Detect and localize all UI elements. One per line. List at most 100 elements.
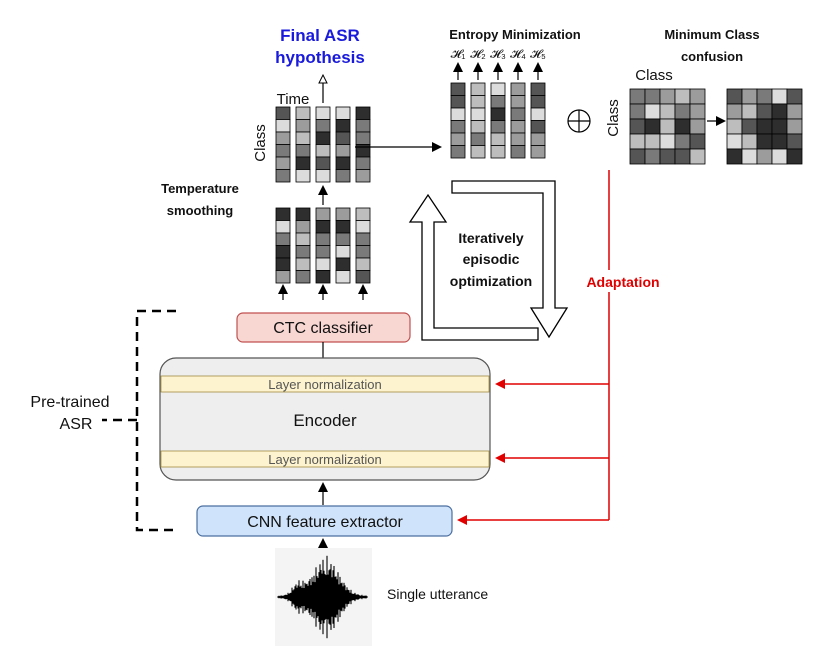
- matrix-cell: [629, 148, 646, 165]
- layer-norm-bottom: [160, 450, 490, 468]
- matrix-cell: [756, 118, 773, 135]
- iterative-label-1: Iteratively: [458, 230, 524, 246]
- matrix-cell: [295, 156, 311, 170]
- class-axis-label-right: Class: [605, 99, 622, 137]
- matrix-cell: [335, 270, 351, 284]
- matrix-cell: [741, 118, 758, 135]
- matrix-cell: [756, 148, 773, 165]
- matrix-cell: [771, 118, 788, 135]
- matrix-cell: [335, 131, 351, 145]
- matrix-cell: [335, 144, 351, 158]
- matrix-cell: [275, 119, 291, 133]
- matrix-cell: [315, 169, 331, 183]
- matrix-cell: [315, 106, 331, 120]
- min-class-confusion-title-2: confusion: [681, 49, 743, 64]
- matrix-cell: [644, 133, 661, 150]
- matrix-cell: [295, 207, 311, 221]
- matrix-cell: [450, 145, 466, 159]
- matrix-cell: [726, 133, 743, 150]
- matrix-cell: [629, 133, 646, 150]
- matrix-cell: [295, 144, 311, 158]
- entropy-h5: 𝓗₅: [530, 47, 546, 61]
- cnn-feature-extractor-box: [196, 505, 453, 537]
- matrix-cell: [659, 103, 676, 120]
- matrix-cell: [530, 82, 546, 96]
- matrix-cell: [450, 120, 466, 134]
- final-hypothesis-title-1: Final ASR: [280, 26, 360, 45]
- matrix-cell: [295, 169, 311, 183]
- matrix-cell: [450, 95, 466, 109]
- matrix-cell: [355, 220, 371, 234]
- matrix-cell: [315, 220, 331, 234]
- matrix-cell: [771, 88, 788, 105]
- matrix-cell: [644, 88, 661, 105]
- matrix-cell: [335, 106, 351, 120]
- matrix-cell: [629, 103, 646, 120]
- matrix-cell: [629, 118, 646, 135]
- adaptation-label-bg: [574, 270, 674, 292]
- matrix-cell: [355, 270, 371, 284]
- matrix-cell: [510, 107, 526, 121]
- matrix-cell: [490, 82, 506, 96]
- matrix-cell: [756, 88, 773, 105]
- matrix-cell: [786, 88, 803, 105]
- matrix-cell: [450, 132, 466, 146]
- smoothed-matrix: [275, 207, 371, 284]
- matrix-cell: [335, 119, 351, 133]
- matrix-cell: [490, 107, 506, 121]
- matrix-cell: [335, 156, 351, 170]
- entropy-symbols: 𝓗₁ 𝓗₂ 𝓗₃ 𝓗₄ 𝓗₅: [451, 47, 546, 80]
- matrix-cell: [659, 148, 676, 165]
- adaptation-label: Adaptation: [586, 274, 659, 290]
- matrix-cell: [275, 270, 291, 284]
- matrix-cell: [275, 220, 291, 234]
- matrix-cell: [510, 132, 526, 146]
- layer-norm-bottom-label: Layer normalization: [268, 452, 381, 467]
- matrix-cell: [741, 133, 758, 150]
- entropy-matrix: [450, 82, 546, 159]
- matrix-cell: [315, 131, 331, 145]
- matrix-cell: [470, 107, 486, 121]
- matrix-cell: [470, 145, 486, 159]
- matrix-cell: [315, 207, 331, 221]
- matrix-cell: [470, 132, 486, 146]
- matrix-cell: [771, 103, 788, 120]
- matrix-cell: [275, 232, 291, 246]
- matrix-cell: [786, 148, 803, 165]
- matrix-cell: [689, 148, 706, 165]
- layer-norm-top: [160, 375, 490, 393]
- matrix-cell: [275, 169, 291, 183]
- temperature-smoothing-label-1: Temperature: [161, 181, 239, 196]
- matrix-cell: [659, 133, 676, 150]
- matrix-cell: [786, 103, 803, 120]
- matrix-cell: [510, 82, 526, 96]
- matrix-cell: [530, 132, 546, 146]
- matrix-cell: [295, 257, 311, 271]
- matrix-cell: [275, 131, 291, 145]
- matrix-cell: [295, 119, 311, 133]
- matrix-cell: [335, 220, 351, 234]
- matrix-cell: [659, 118, 676, 135]
- entropy-h2: 𝓗₂: [470, 47, 486, 61]
- matrix-cell: [315, 119, 331, 133]
- matrix-cell: [510, 120, 526, 134]
- matrix-cell: [689, 88, 706, 105]
- matrix-cell: [295, 232, 311, 246]
- matrix-cell: [741, 148, 758, 165]
- matrix-cell: [490, 132, 506, 146]
- matrix-cell: [355, 207, 371, 221]
- matrix-cell: [335, 245, 351, 259]
- matrix-cell: [355, 106, 371, 120]
- matrix-cell: [490, 120, 506, 134]
- matrix-cell: [315, 156, 331, 170]
- matrix-cell: [295, 131, 311, 145]
- matrix-cell: [295, 270, 311, 284]
- iterative-label-3: optimization: [450, 273, 532, 289]
- matrix-cell: [530, 95, 546, 109]
- matrix-cell: [315, 257, 331, 271]
- matrix-cell: [470, 95, 486, 109]
- time-axis-label: Time: [277, 91, 310, 108]
- matrix-cell: [659, 88, 676, 105]
- matrix-cell: [275, 156, 291, 170]
